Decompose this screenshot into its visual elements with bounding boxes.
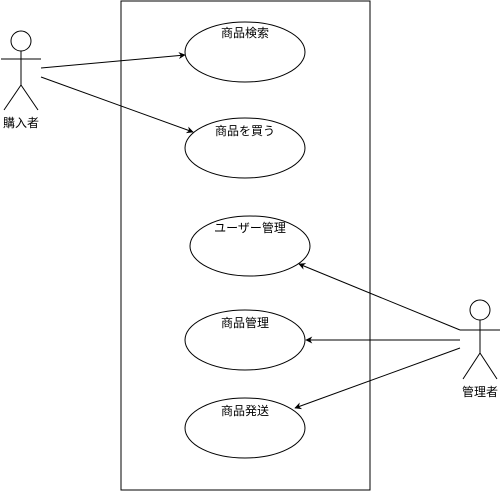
use-case-shipping[interactable]: 商品発送	[184, 397, 306, 459]
use-case-label: 商品を買う	[215, 123, 275, 138]
association-admin-users	[298, 263, 461, 331]
use-case-buy[interactable]: 商品を買う	[184, 117, 306, 179]
use-case-label: ユーザー管理	[214, 220, 286, 235]
use-case-ellipse	[184, 309, 306, 371]
use-case-search[interactable]: 商品検索	[184, 21, 306, 83]
actor-figure-icon	[460, 299, 500, 380]
use-case-label: 商品検索	[221, 25, 269, 40]
actor-label: 管理者	[462, 384, 498, 399]
use-case-ellipse	[184, 397, 306, 459]
association-buyer-search	[40, 52, 186, 69]
use-case-ellipse	[184, 21, 306, 83]
use-case-ellipse	[189, 215, 311, 277]
association-buyer-buy	[40, 76, 194, 134]
use-case-label: 商品発送	[221, 403, 269, 418]
association-admin-shipping	[294, 347, 461, 410]
actor-label: 購入者	[3, 116, 39, 130]
use-case-ellipse	[184, 117, 306, 179]
use-case-users[interactable]: ユーザー管理	[189, 215, 311, 277]
use-case-label: 商品管理	[221, 315, 269, 330]
actor-buyer[interactable]: 購入者	[1, 30, 41, 130]
associations	[40, 52, 461, 410]
use-case-products[interactable]: 商品管理	[184, 309, 306, 371]
actor-admin[interactable]: 管理者	[460, 299, 500, 399]
actor-figure-icon	[1, 30, 41, 111]
